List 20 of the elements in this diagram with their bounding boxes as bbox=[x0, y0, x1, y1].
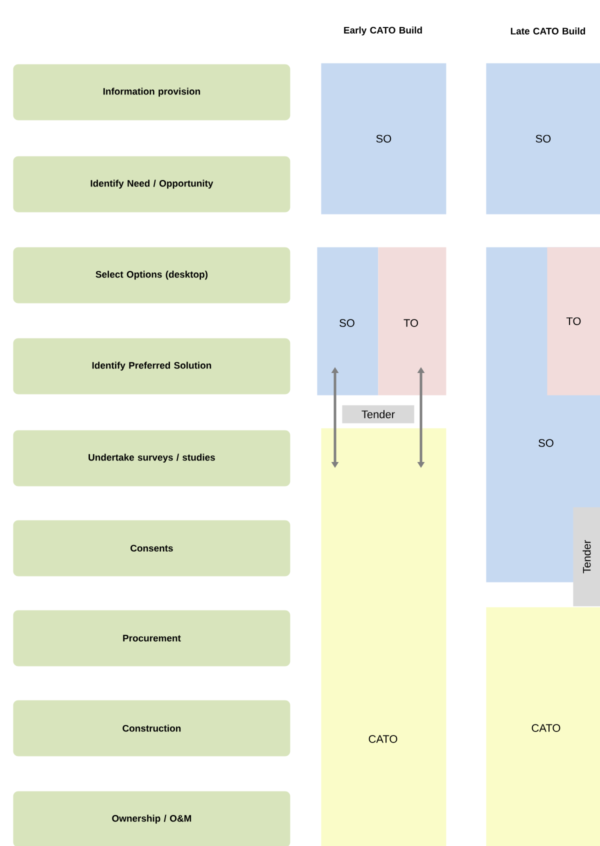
stage-box: Select Options (desktop) bbox=[13, 247, 290, 304]
tender-band: Tender bbox=[342, 405, 414, 424]
stage-box: Procurement bbox=[13, 610, 290, 666]
role-block: SO bbox=[317, 247, 378, 396]
role-block: TO bbox=[547, 247, 600, 396]
role-block: CATO bbox=[486, 607, 600, 846]
stage-box: Construction bbox=[13, 700, 290, 756]
stage-box: Information provision bbox=[13, 64, 290, 120]
role-block: SO bbox=[486, 63, 600, 214]
role-block: SO bbox=[321, 63, 446, 214]
stage-box: Consents bbox=[13, 520, 290, 576]
column-heading: Early CATO Build bbox=[344, 26, 422, 36]
tender-band: Tender bbox=[573, 507, 600, 606]
role-block: TO bbox=[378, 247, 446, 396]
role-block: CATO bbox=[321, 428, 446, 846]
column-heading: Late CATO Build bbox=[510, 28, 586, 34]
stage-box: Undertake surveys / studies bbox=[13, 430, 290, 486]
stage-box: Ownership / O&M bbox=[13, 791, 290, 846]
stage-box: Identify Preferred Solution bbox=[13, 338, 290, 394]
stage-box: Identify Need / Opportunity bbox=[13, 156, 290, 212]
